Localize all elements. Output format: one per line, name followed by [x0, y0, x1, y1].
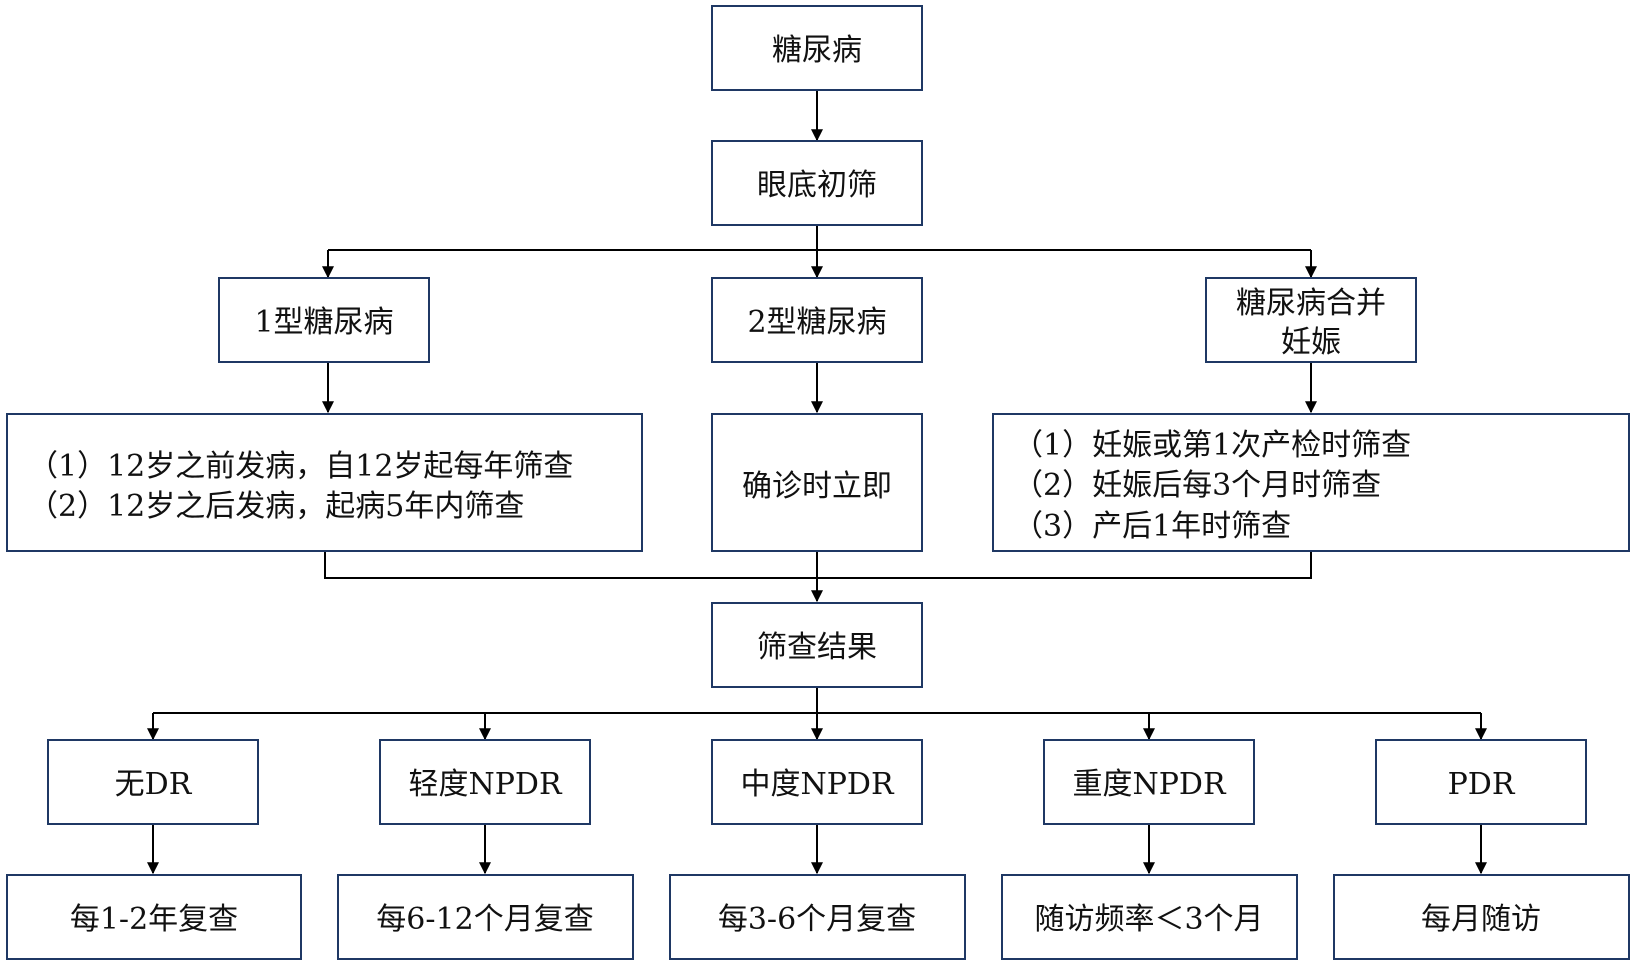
node-followup-mild-label: 每6-12个月复查 [376, 902, 593, 937]
node-type2-schedule: 确诊时立即 [711, 413, 923, 552]
node-followup-no-dr-label: 每1-2年复查 [70, 902, 238, 937]
connectors [147, 90, 1487, 875]
node-pregnancy-schedule-line2: （2）妊娠后每3个月时筛查 [1013, 468, 1381, 503]
node-mild-npdr-label: 轻度NPDR [408, 767, 562, 802]
node-followup-moderate: 每3-6个月复查 [669, 874, 966, 960]
node-fundus-screening: 眼底初筛 [711, 140, 923, 226]
node-diabetes-label: 糖尿病 [772, 33, 862, 68]
node-screening-result: 筛查结果 [711, 602, 923, 688]
node-type1-schedule: （1）12岁之前发病，自12岁起每年筛查 （2）12岁之后发病，起病5年内筛查 [6, 413, 643, 552]
node-moderate-npdr-label: 中度NPDR [740, 767, 894, 802]
node-no-dr-label: 无DR [115, 767, 193, 802]
line-type1-schedule-merge [324, 552, 817, 579]
node-followup-severe-label: 随访频率＜3个月 [1034, 902, 1263, 937]
node-type2-schedule-label: 确诊时立即 [742, 469, 892, 504]
node-followup-severe: 随访频率＜3个月 [1001, 874, 1298, 960]
node-pregnancy-schedule-line3: （3）产后1年时筛查 [1013, 509, 1291, 544]
node-followup-mild: 每6-12个月复查 [337, 874, 634, 960]
node-followup-pdr: 每月随访 [1333, 874, 1630, 960]
node-pregnancy-label-line2: 妊娠 [1281, 325, 1341, 360]
node-type2-label: 2型糖尿病 [747, 305, 886, 340]
node-type1: 1型糖尿病 [218, 277, 430, 363]
node-type1-label: 1型糖尿病 [254, 305, 393, 340]
node-pdr-label: PDR [1448, 767, 1516, 802]
node-pregnancy-schedule: （1）妊娠或第1次产检时筛查 （2）妊娠后每3个月时筛查 （3）产后1年时筛查 [992, 413, 1630, 552]
node-fundus-screening-label: 眼底初筛 [757, 168, 877, 203]
node-pregnancy-schedule-line1: （1）妊娠或第1次产检时筛查 [1013, 428, 1411, 463]
node-severe-npdr-label: 重度NPDR [1072, 767, 1226, 802]
node-type1-schedule-line2: （2）12岁之后发病，起病5年内筛查 [28, 489, 524, 524]
node-moderate-npdr: 中度NPDR [711, 739, 923, 825]
node-pdr: PDR [1375, 739, 1587, 825]
node-screening-result-label: 筛查结果 [757, 630, 877, 665]
node-pregnancy: 糖尿病合并 妊娠 [1205, 277, 1417, 363]
node-type1-schedule-line1: （1）12岁之前发病，自12岁起每年筛查 [28, 449, 573, 484]
line-pregnancy-schedule-merge [817, 552, 1312, 579]
node-severe-npdr: 重度NPDR [1043, 739, 1255, 825]
node-followup-moderate-label: 每3-6个月复查 [718, 902, 916, 937]
node-mild-npdr: 轻度NPDR [379, 739, 591, 825]
node-type2: 2型糖尿病 [711, 277, 923, 363]
node-pregnancy-label-line1: 糖尿病合并 [1236, 286, 1386, 321]
node-followup-no-dr: 每1-2年复查 [6, 874, 302, 960]
node-followup-pdr-label: 每月随访 [1421, 902, 1541, 937]
node-diabetes: 糖尿病 [711, 5, 923, 91]
node-no-dr: 无DR [47, 739, 259, 825]
